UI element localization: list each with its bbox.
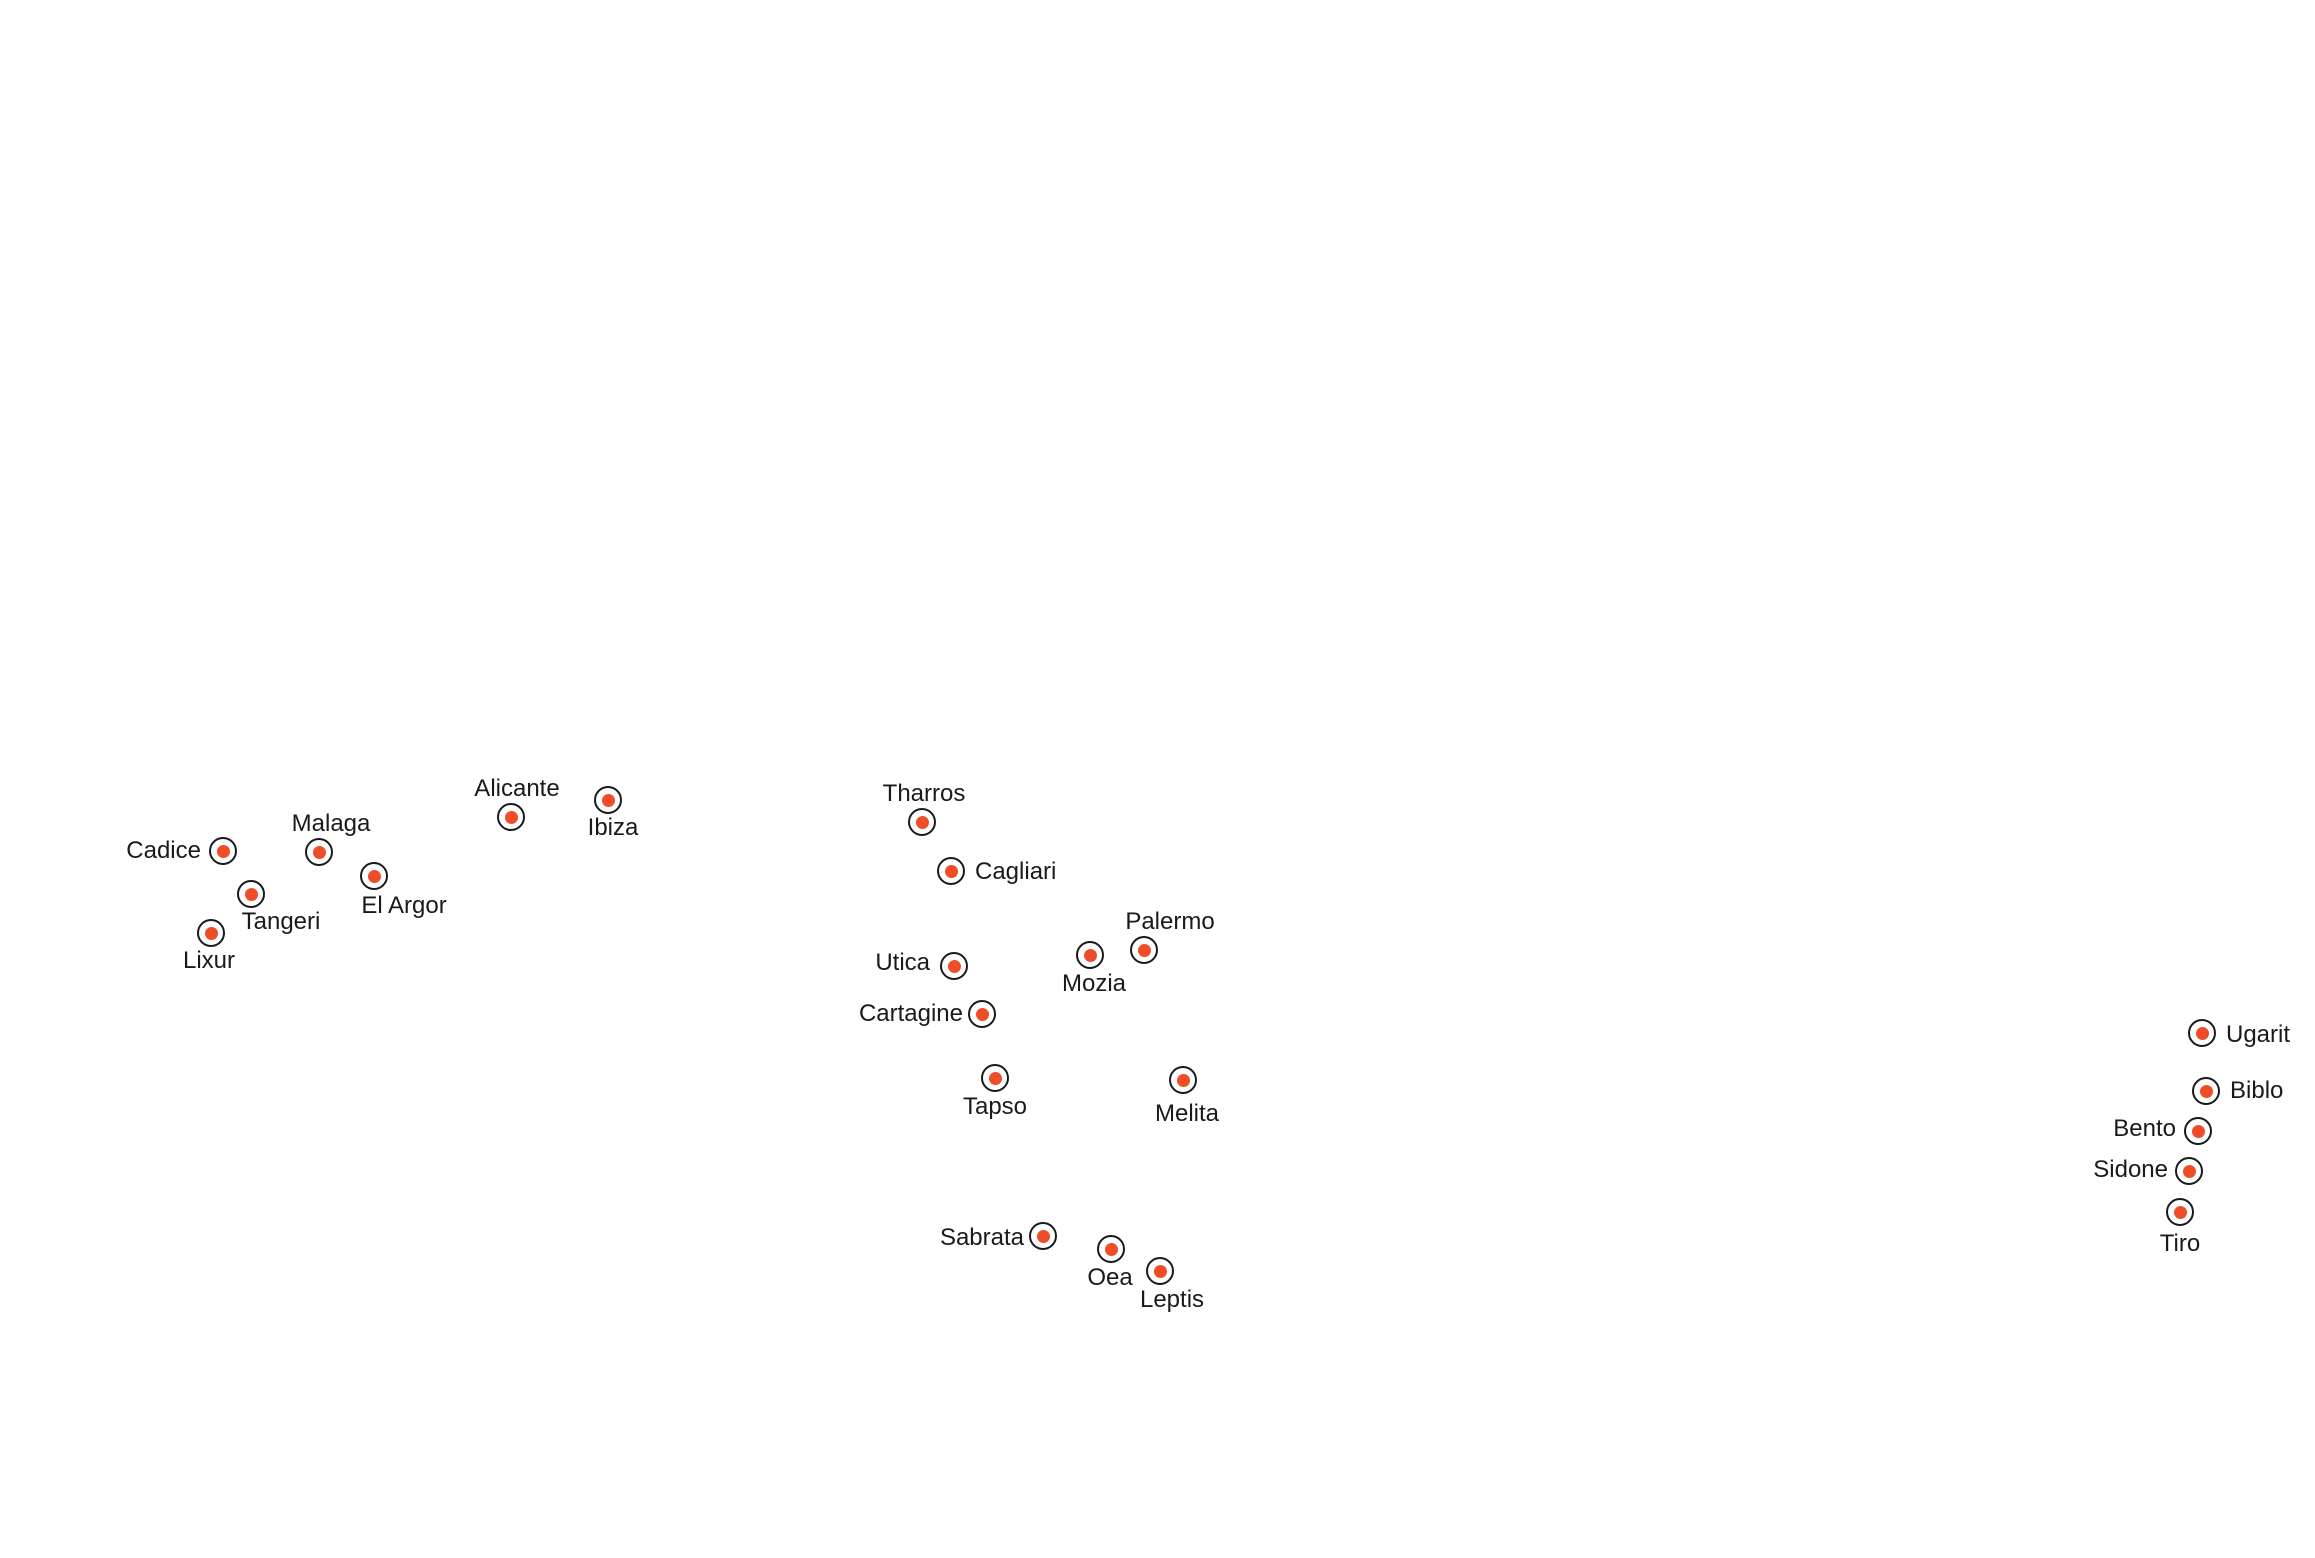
marker-dot-icon [244,887,258,901]
city-label-tharros: Tharros [882,780,966,807]
city-marker-malaga[interactable] [305,838,333,866]
city-marker-melita[interactable] [1169,1066,1197,1094]
marker-dot-icon [2191,1124,2205,1138]
city-marker-leptis[interactable] [1146,1257,1174,1285]
marker-dot-icon [988,1071,1002,1085]
marker-dot-icon [915,815,929,829]
marker-dot-icon [1176,1073,1190,1087]
city-label-leptis: Leptis [1139,1286,1205,1313]
city-label-cadice: Cadice [126,837,201,864]
city-label-cagliari: Cagliari [975,858,1057,885]
marker-dot-icon [947,959,961,973]
city-marker-lixur[interactable] [197,919,225,947]
marker-dot-icon [216,844,230,858]
city-marker-mozia[interactable] [1076,941,1104,969]
city-marker-el-argor[interactable] [360,862,388,890]
city-marker-cadice[interactable] [209,837,237,865]
city-marker-ibiza[interactable] [594,786,622,814]
city-marker-tangeri[interactable] [237,880,265,908]
city-marker-tapso[interactable] [981,1064,1009,1092]
marker-dot-icon [1036,1229,1050,1243]
marker-dot-icon [2195,1026,2209,1040]
city-marker-tharros[interactable] [908,808,936,836]
city-marker-sabrata[interactable] [1029,1222,1057,1250]
city-marker-alicante[interactable] [497,803,525,831]
city-label-ibiza: Ibiza [587,814,639,841]
city-label-lixur: Lixur [182,947,236,974]
marker-dot-icon [944,864,958,878]
marker-dot-icon [312,845,326,859]
city-label-bento: Bento [2113,1115,2176,1142]
city-marker-utica[interactable] [940,952,968,980]
city-marker-ugarit[interactable] [2188,1019,2216,1047]
city-label-melita: Melita [1154,1100,1220,1127]
marker-dot-icon [975,1007,989,1021]
marker-dot-icon [504,810,518,824]
city-label-tangeri: Tangeri [241,908,321,935]
city-label-malaga: Malaga [291,810,371,837]
marker-dot-icon [2199,1084,2213,1098]
marker-dot-icon [1137,943,1151,957]
marker-dot-icon [1104,1242,1118,1256]
city-label-mozia: Mozia [1061,970,1127,997]
marker-dot-icon [367,869,381,883]
city-label-tiro: Tiro [2159,1230,2201,1257]
city-marker-biblo[interactable] [2192,1077,2220,1105]
city-marker-bento[interactable] [2184,1117,2212,1145]
city-marker-cagliari[interactable] [937,857,965,885]
city-label-el-argor: El Argor [361,892,447,919]
city-label-ugarit: Ugarit [2226,1021,2291,1048]
city-marker-cartagine[interactable] [968,1000,996,1028]
city-marker-oea[interactable] [1097,1235,1125,1263]
city-label-cartagine: Cartagine [858,1000,963,1027]
marker-dot-icon [1153,1264,1167,1278]
city-label-oea: Oea [1087,1264,1133,1291]
city-label-palermo: Palermo [1125,908,1215,935]
marker-dot-icon [1083,948,1097,962]
city-label-utica: Utica [875,949,930,976]
city-marker-tiro[interactable] [2166,1198,2194,1226]
city-label-tapso: Tapso [962,1093,1028,1120]
city-label-sidone: Sidone [2093,1156,2168,1183]
city-label-biblo: Biblo [2230,1077,2284,1104]
city-marker-sidone[interactable] [2175,1157,2203,1185]
city-marker-palermo[interactable] [1130,936,1158,964]
city-label-alicante: Alicante [474,775,560,802]
marker-dot-icon [2173,1205,2187,1219]
marker-dot-icon [204,926,218,940]
city-label-sabrata: Sabrata [939,1224,1024,1251]
marker-dot-icon [2182,1164,2196,1178]
marker-dot-icon [601,793,615,807]
